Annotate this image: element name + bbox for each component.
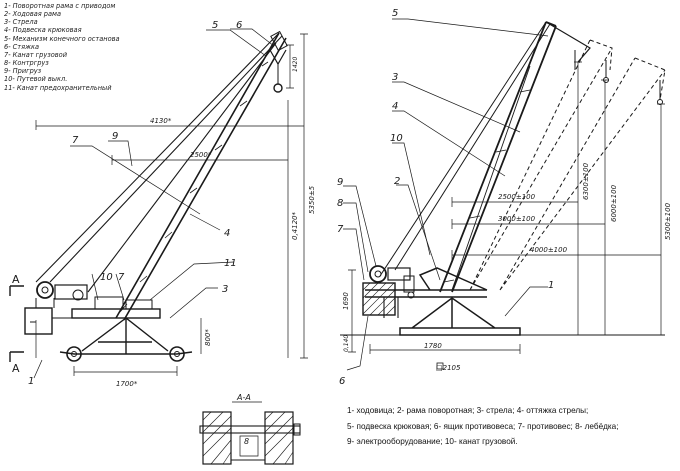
dim-base-square: □2105 (436, 364, 461, 372)
left-callout-10: 7 (118, 272, 125, 283)
legend-item: 9- Пригруз (4, 67, 42, 76)
dim-reach-1: 2500±100 (498, 193, 536, 201)
dim-frame-height: 1690 (342, 292, 350, 310)
right-callout-8: 8 (337, 198, 343, 209)
left-callout-4: 5 (212, 20, 218, 31)
right-callout-6: 6 (339, 376, 345, 387)
section-title: А-А (236, 393, 251, 402)
section-a-a (199, 401, 301, 465)
dim-hook-gap: 1420 (292, 57, 299, 72)
legend-item: 7- Канат грузовой (4, 50, 67, 59)
legend-line: 1- ходовица; 2- рама поворотная; 3- стре… (347, 406, 589, 415)
section-mark-bottom: A (12, 362, 20, 375)
left-callout-9: 10 (100, 272, 113, 283)
legend-item: 4- Подвеска крюковая (4, 26, 82, 35)
left-boom (115, 32, 287, 321)
legend-item: 11- Канат предохранительный (4, 83, 112, 92)
right-base-frame (399, 297, 521, 336)
left-callout-11: 11 (224, 258, 237, 269)
section-mark-top: A (12, 273, 20, 286)
left-callout-7: 9 (112, 131, 118, 142)
winch-icon-right (369, 265, 387, 283)
parts-legend-bottom: 1- ходовица; 2- рама поворотная; 3- стре… (347, 403, 677, 450)
dim-reach-inner: 2500* (190, 151, 212, 159)
right-callout-10: 10 (390, 133, 403, 144)
dim-track: 1700* (116, 380, 138, 388)
legend-line: 5- подвеска крюковая; 6- ящик противовес… (347, 421, 619, 431)
right-callout-2: 2 (394, 176, 400, 187)
winch-drum-icon (36, 281, 54, 299)
left-callout-2: 3 (222, 284, 228, 295)
legend-item: 6- Стяжка (4, 42, 40, 51)
dim-reach: 4130* (150, 117, 172, 125)
right-turntable (365, 267, 488, 298)
legend-item: 10- Путевой выкл. (4, 75, 68, 84)
right-crane-view (340, 18, 666, 371)
right-callout-3: 3 (392, 72, 398, 83)
left-callout-3: 4 (224, 228, 230, 239)
alt-boom-position-2 (499, 57, 666, 291)
hook-icon (273, 83, 283, 93)
dim-height-total: 5350±5 (308, 185, 316, 214)
right-callout-7: 7 (337, 224, 344, 235)
legend-item: 5- Механизм конечного останова (4, 34, 120, 43)
dim-height-1: 6300±100 (582, 162, 590, 200)
dim-base-height: 800* (204, 329, 212, 346)
right-callout-1: 1 (548, 280, 554, 291)
legend-item: 3- Стрела (4, 18, 38, 27)
alt-boom-position-1 (469, 39, 613, 291)
counterweight-box-right (362, 282, 396, 316)
counterweight-box (24, 307, 53, 335)
left-callout-5: 6 (236, 20, 242, 31)
dim-base-width: 1780 (424, 342, 442, 350)
left-boom-stay (35, 32, 283, 293)
legend-item: 1- Поворотная рама с приводом (4, 2, 116, 10)
right-callout-9: 9 (337, 177, 343, 188)
legend-item: 8- Контргруз (4, 59, 49, 68)
dim-height-hook: 0,4120* (291, 212, 299, 240)
right-callout-4: 4 (392, 101, 398, 112)
dim-reach-3: 4000±100 (530, 246, 568, 254)
section-part-number: 8 (244, 437, 249, 446)
dim-height-2: 6000±100 (610, 184, 618, 222)
right-callout-5: 5 (392, 8, 398, 19)
left-callout-1: 1 (28, 376, 34, 387)
legend-item: 2- Ходовая рама (4, 10, 62, 19)
legend-line: 9- электрооборудование; 10- канат грузов… (347, 437, 518, 447)
left-callout-6: 7 (72, 135, 79, 146)
parts-legend-left: 1- Поворотная рама с приводом 2- Ходовая… (4, 2, 194, 92)
dim-ground: 0,140 (343, 335, 350, 352)
left-crane-view (9, 28, 308, 379)
dim-reach-2: 3000±100 (498, 215, 536, 223)
dim-height-3: 5300±100 (664, 202, 672, 240)
